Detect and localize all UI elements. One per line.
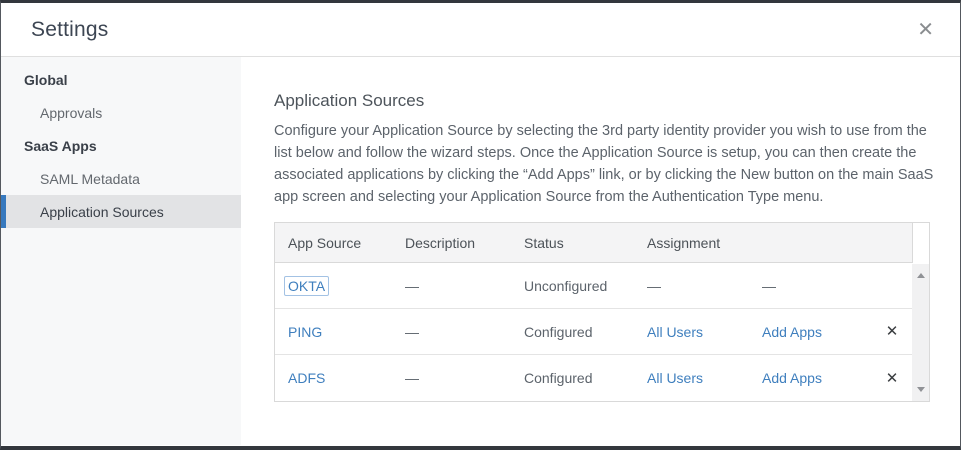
scroll-up-icon[interactable] — [916, 273, 925, 278]
dialog-title: Settings — [31, 17, 109, 41]
page-title: Application Sources — [274, 91, 425, 110]
sidebar-item-saml-metadata[interactable]: SAML Metadata — [40, 170, 140, 187]
description-value: — — [405, 277, 419, 294]
sidebar-item-application-sources[interactable]: Application Sources — [1, 195, 241, 228]
sidebar-section-saas-apps: SaaS Apps — [24, 137, 97, 154]
table-row-adfs: ADFS — Configured All Users Add Apps ✕ — [275, 355, 929, 401]
sidebar-item-approvals[interactable]: Approvals — [40, 104, 103, 121]
table-row-okta: OKTA — Unconfigured — — — [275, 263, 929, 309]
table-body: OKTA — Unconfigured — — PING — Configure… — [275, 263, 929, 401]
remove-icon[interactable]: ✕ — [885, 323, 899, 340]
action-value: — — [762, 277, 776, 294]
header-app-source: App Source — [288, 234, 362, 251]
scroll-down-icon[interactable] — [916, 387, 925, 392]
header-description: Description — [405, 234, 476, 251]
settings-sidebar: Global Approvals SaaS Apps SAML Metadata… — [1, 57, 241, 445]
sidebar-section-global: Global — [24, 71, 68, 88]
table-scrollbar[interactable] — [912, 264, 929, 401]
app-source-link-ping[interactable]: PING — [288, 323, 323, 340]
dialog-body: Global Approvals SaaS Apps SAML Metadata… — [1, 57, 960, 445]
table-header-row: App Source Description Status Assignment — [275, 223, 929, 263]
app-source-link-okta[interactable]: OKTA — [284, 275, 330, 296]
description-value: — — [405, 323, 419, 340]
add-apps-link[interactable]: Add Apps — [762, 323, 822, 340]
table-row-ping: PING — Configured All Users Add Apps ✕ — [275, 309, 929, 355]
application-sources-table: App Source Description Status Assignment… — [274, 222, 930, 402]
status-value: Configured — [524, 323, 593, 340]
add-apps-link[interactable]: Add Apps — [762, 370, 822, 386]
header-assignment: Assignment — [647, 234, 721, 251]
page-description: Configure your Application Source by sel… — [274, 123, 934, 205]
assignment-link-all-users[interactable]: All Users — [647, 323, 704, 340]
focused-link-ring: OKTA — [284, 275, 330, 296]
status-value: Unconfigured — [524, 277, 608, 294]
status-value: Configured — [524, 370, 593, 386]
scrollbar-header-corner — [912, 223, 929, 263]
description-value: — — [405, 370, 419, 386]
header-status: Status — [524, 234, 564, 251]
close-icon[interactable]: ✕ — [917, 18, 934, 41]
remove-icon[interactable]: ✕ — [885, 369, 899, 387]
app-source-link-adfs[interactable]: ADFS — [288, 370, 326, 386]
assignment-value: — — [647, 277, 661, 294]
dialog-title-bar: Settings ✕ — [1, 3, 960, 57]
main-content: Application Sources Configure your Appli… — [241, 57, 960, 445]
assignment-link-all-users[interactable]: All Users — [647, 370, 704, 386]
